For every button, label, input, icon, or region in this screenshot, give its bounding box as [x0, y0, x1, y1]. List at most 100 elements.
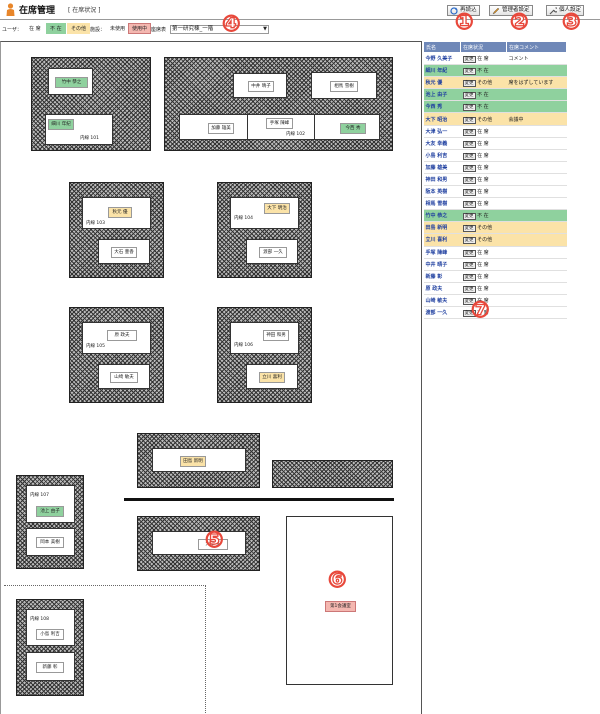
row-name[interactable]: 阪本 英樹	[423, 185, 461, 199]
row-status: その他	[477, 116, 493, 123]
meeting-room: 第1会議室	[286, 516, 393, 685]
change-button[interactable]: 変更	[462, 56, 476, 64]
row-name[interactable]: 大下 昭治	[423, 112, 461, 126]
row-status-cell: 変更 不 在	[460, 88, 507, 102]
change-button[interactable]: 変更	[462, 261, 476, 269]
row-name[interactable]: 秋元 優	[423, 76, 461, 90]
row-name[interactable]: 中井 晴子	[423, 258, 461, 271]
seat-ikegami[interactable]: 池上 由子	[36, 506, 64, 517]
row-name[interactable]: 今西 秀	[423, 100, 461, 114]
row-status: 在 席	[477, 273, 489, 280]
row-status-cell: 変更 在 席	[460, 149, 507, 162]
row-name[interactable]: 池上 由子	[423, 88, 461, 102]
seat-shibuya[interactable]: 渡部 一久	[259, 247, 287, 258]
user-label: ユーザ：	[2, 27, 22, 33]
change-button[interactable]: 変更	[462, 152, 476, 160]
row-status-cell: 変更 不 在	[460, 64, 507, 78]
change-button[interactable]: 変更	[462, 310, 476, 318]
seat-cell: 大澤 弘	[152, 531, 246, 555]
seat-daishita[interactable]: 大下 明治	[264, 203, 290, 214]
row-name[interactable]: 原 政夫	[423, 282, 461, 295]
seat-hosokawa[interactable]: 細川 年紀	[48, 119, 74, 130]
seat-imanishi[interactable]: 今西 秀	[340, 123, 366, 134]
row-name[interactable]: 大津 弘一	[423, 125, 461, 138]
row-name[interactable]: 渡部 一久	[423, 306, 461, 320]
table-row: 手塚 陳峰変更 在 席	[423, 246, 567, 259]
row-status: 在 席	[477, 164, 489, 171]
table-row: 池上 由子変更 不 在	[423, 88, 567, 102]
row-name[interactable]: 相馬 雪樹	[423, 197, 461, 211]
change-button[interactable]: 変更	[462, 201, 476, 209]
change-button[interactable]: 変更	[462, 116, 476, 124]
change-button[interactable]: 変更	[462, 225, 476, 233]
row-name[interactable]: 神田 和男	[423, 173, 461, 187]
extension-label: 内線 104	[234, 216, 254, 221]
row-name[interactable]: 山崎 敏夫	[423, 294, 461, 307]
row-name[interactable]: 加藤 雄美	[423, 161, 461, 174]
row-name[interactable]: 田島 新明	[423, 221, 461, 235]
seat-cell: 新藤 彰	[26, 652, 75, 681]
table-row: 阪本 英樹変更 在 席	[423, 185, 567, 199]
change-button[interactable]: 変更	[462, 164, 476, 172]
seat-nakai[interactable]: 中井 晴子	[248, 81, 274, 92]
admin-settings-button[interactable]: 管理者設定	[489, 5, 533, 16]
seat-akimoto[interactable]: 秋元 優	[108, 207, 132, 218]
change-button[interactable]: 変更	[462, 92, 476, 100]
change-button[interactable]: 変更	[462, 140, 476, 148]
personal-settings-button[interactable]: 個人設定	[546, 5, 585, 16]
dotted-area	[4, 585, 206, 713]
change-button[interactable]: 変更	[462, 68, 476, 76]
seating-chart-select[interactable]: 第一研究棟_一階▼	[170, 25, 269, 34]
row-name[interactable]: 大友 幸義	[423, 137, 461, 150]
room-108: 内線 108 小島 利吉 新藤 彰	[16, 599, 84, 696]
table-row: 加藤 雄美変更 在 席	[423, 161, 567, 174]
seat-yamazaki[interactable]: 山崎 敏夫	[110, 372, 138, 383]
meeting-room-badge[interactable]: 第1会議室	[325, 601, 356, 612]
room-107: 内線 107 池上 由子 岡本 美樹	[16, 475, 84, 569]
seat-kamida[interactable]: 神田 和男	[263, 330, 289, 341]
seat-omura[interactable]: 大澤 弘	[198, 539, 228, 550]
row-name[interactable]: 立川 喜利	[423, 233, 461, 247]
callout-5: ⑤	[204, 527, 224, 553]
table-row: 中井 晴子変更 在 席	[423, 258, 567, 271]
table-row: 竹中 恭之変更 不 在	[423, 209, 567, 223]
change-button[interactable]: 変更	[462, 128, 476, 136]
change-button[interactable]: 変更	[462, 104, 476, 112]
extension-label: 内線 103	[86, 221, 106, 226]
change-button[interactable]: 変更	[462, 176, 476, 184]
wall-divider	[124, 498, 394, 501]
seat-arai[interactable]: 新藤 彰	[36, 662, 64, 673]
seat-takenaka[interactable]: 竹中 恭之	[55, 77, 88, 88]
legend-other: その他	[67, 23, 91, 34]
change-button[interactable]: 変更	[462, 273, 476, 281]
row-name[interactable]: 今野 久美子	[423, 52, 461, 66]
row-name[interactable]: 小島 利吉	[423, 149, 461, 162]
change-button[interactable]: 変更	[462, 249, 476, 257]
reload-button[interactable]: 再読込	[447, 5, 480, 16]
table-row: 細川 年紀変更 不 在	[423, 64, 567, 78]
row-name[interactable]: 新藤 彰	[423, 270, 461, 283]
row-name[interactable]: 手塚 陳峰	[423, 246, 461, 259]
seat-kojima[interactable]: 小島 利吉	[36, 629, 64, 640]
change-button[interactable]: 変更	[462, 297, 476, 305]
seat-okamoto[interactable]: 岡本 美樹	[36, 537, 64, 548]
change-button[interactable]: 変更	[462, 237, 476, 245]
row-status: 不 在	[477, 213, 489, 220]
row-comment: コメント	[506, 52, 567, 66]
change-button[interactable]: 変更	[462, 285, 476, 293]
seat-tachikawa[interactable]: 立川 喜利	[259, 372, 285, 383]
change-button[interactable]: 変更	[462, 213, 476, 221]
table-row: 原 政夫変更 在 席	[423, 282, 567, 295]
callout-6: ⑥	[327, 567, 347, 593]
row-name[interactable]: 竹中 恭之	[423, 209, 461, 223]
change-button[interactable]: 変更	[462, 80, 476, 88]
row-comment	[506, 185, 567, 199]
seat-sagami[interactable]: 相馬 雪樹	[330, 81, 358, 92]
seat-tezuka[interactable]: 手塚 陳峰	[266, 118, 293, 129]
seat-kato[interactable]: 加藤 雄美	[208, 123, 234, 134]
seat-oishi[interactable]: 大石 豊香	[111, 247, 137, 258]
seat-hara[interactable]: 原 政夫	[107, 330, 137, 341]
change-button[interactable]: 変更	[462, 189, 476, 197]
seat-yoshida[interactable]: 田島 新明	[180, 456, 206, 467]
row-name[interactable]: 細川 年紀	[423, 64, 461, 78]
